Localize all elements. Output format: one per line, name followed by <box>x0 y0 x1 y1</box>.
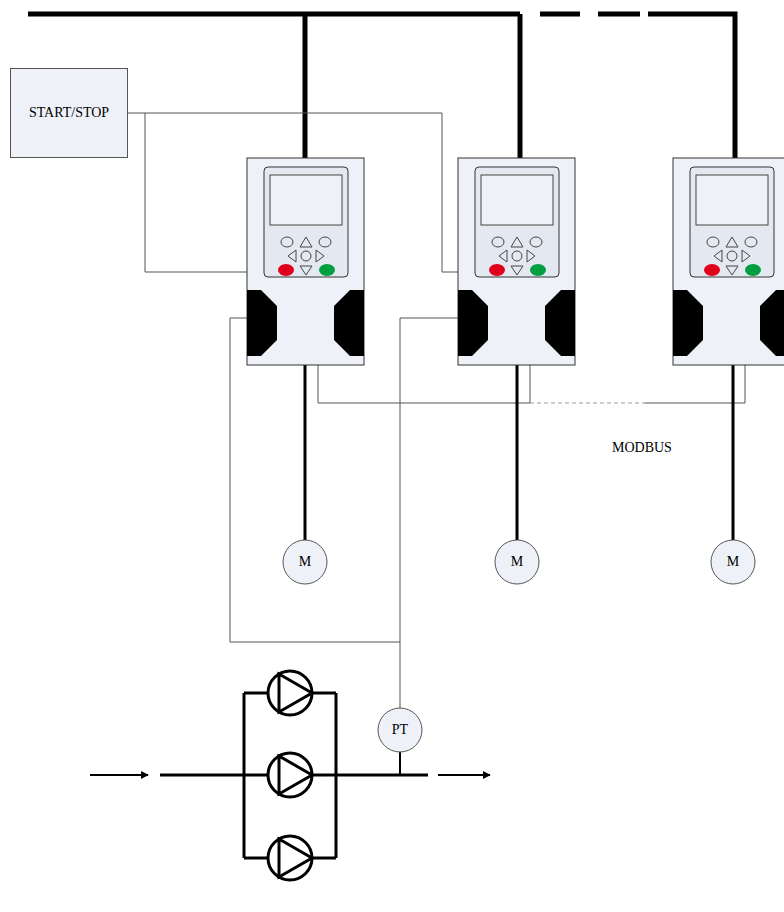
drive-unit <box>673 158 784 365</box>
motor-symbol: M <box>494 539 540 585</box>
pump-piping <box>90 693 490 858</box>
node-label: M <box>299 554 311 569</box>
pump-symbol <box>268 671 312 715</box>
motor-cable <box>305 365 733 540</box>
motor-symbol: M <box>282 539 328 585</box>
pump-symbol <box>268 753 312 797</box>
node-label: M <box>511 554 523 569</box>
power-bus <box>28 14 735 158</box>
node-label: PT <box>392 722 408 737</box>
control-box: START/STOP <box>10 68 128 158</box>
drive-unit <box>458 158 575 365</box>
pressure-transmitter: PT <box>377 707 423 753</box>
motor-symbol: M <box>710 539 756 585</box>
pump-symbol <box>268 836 312 880</box>
node-label: M <box>727 554 739 569</box>
signal-wire <box>230 318 458 708</box>
modbus-wire <box>318 365 745 403</box>
bus-label: MODBUS <box>610 440 674 456</box>
drive-unit <box>247 158 364 365</box>
node-label: START/STOP <box>29 105 109 120</box>
